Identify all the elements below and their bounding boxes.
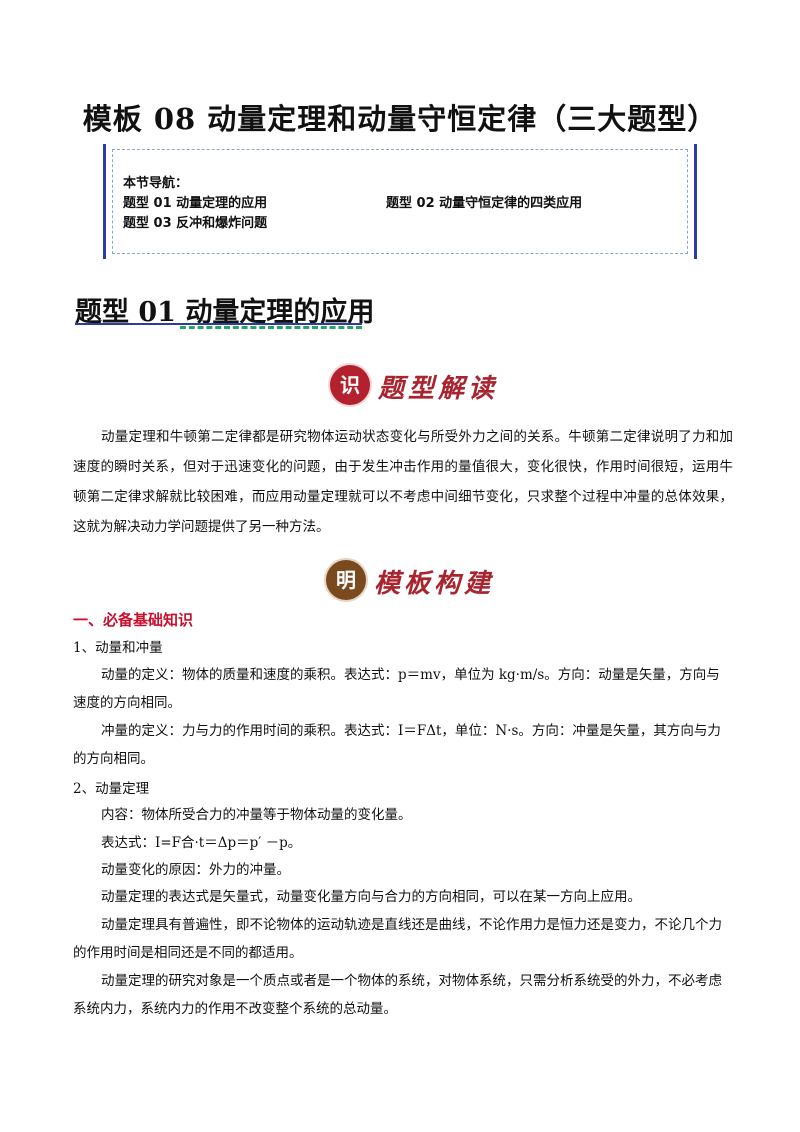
- seal-icon: 明: [326, 560, 366, 600]
- navigation-dashed-frame: [112, 149, 688, 254]
- impulse-definition: 冲量的定义：力与力的作用时间的乘积。表达式：I＝FΔt，单位：N·s。方向：冲量…: [73, 723, 721, 767]
- section-decoration-dashes: [180, 326, 362, 329]
- badge-label: 模板构建: [374, 569, 495, 599]
- universality: 动量定理具有普遍性，即不论物体的运动轨迹是直线还是曲线，不论作用力是恒力还是变力…: [73, 917, 722, 961]
- theorem-expression: 表达式：I=F合·t＝Δp＝p′ －p。: [101, 835, 302, 851]
- nav-item-type-01[interactable]: 题型 01 动量定理的应用: [123, 196, 268, 211]
- nav-item-type-03[interactable]: 题型 03 反冲和爆炸问题: [123, 216, 268, 231]
- section-navigation-box: 本节导航： 题型 01 动量定理的应用 题型 02 动量守恒定律的四类应用 题型…: [103, 144, 697, 259]
- momentum-definition: 动量的定义：物体的质量和速度的乘积。表达式：p＝mv，单位为 kg·m/s。方向…: [73, 667, 720, 711]
- intro-paragraph: 动量定理和牛顿第二定律都是研究物体运动状态变化与所受外力之间的关系。牛顿第二定律…: [73, 429, 733, 535]
- subheading-momentum-impulse: 1、动量和冲量: [73, 640, 163, 656]
- knowledge-heading: 一、必备基础知识: [73, 611, 194, 629]
- research-object: 动量定理的研究对象是一个质点或者是一个物体的系统，对物体系统，只需分析系统受的外…: [73, 973, 722, 1017]
- navigation-heading: 本节导航：: [123, 176, 189, 191]
- subheading-momentum-theorem: 2、动量定理: [73, 781, 150, 797]
- section-title: 题型 01 动量定理的应用: [75, 297, 375, 328]
- nav-item-type-02[interactable]: 题型 02 动量守恒定律的四类应用: [386, 196, 583, 211]
- section-underline: [75, 323, 362, 325]
- interpretation-badge: 识 题型解读: [330, 365, 494, 405]
- badge-label: 题型解读: [378, 374, 499, 404]
- theorem-content: 内容：物体所受合力的冲量等于物体动量的变化量。: [101, 807, 412, 823]
- document-title: 模板 08 动量定理和动量守恒定律（三大题型）: [82, 102, 718, 136]
- seal-icon: 识: [330, 365, 370, 405]
- momentum-change-cause: 动量变化的原因：外力的冲量。: [101, 862, 290, 878]
- vector-property: 动量定理的表达式是矢量式，动量变化量方向与合力的方向相同，可以在某一方向上应用。: [101, 889, 641, 905]
- template-build-badge: 明 模板构建: [326, 560, 490, 600]
